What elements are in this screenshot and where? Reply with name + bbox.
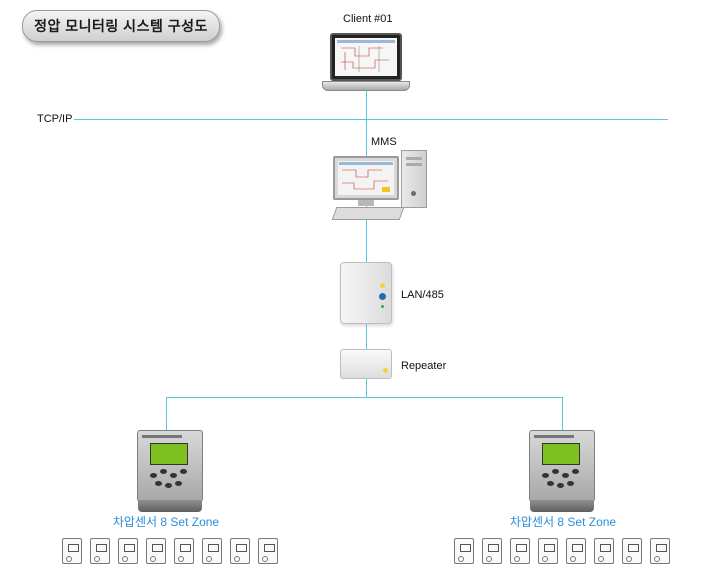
mms-keyboard-icon bbox=[331, 207, 405, 220]
repeater-label: Repeater bbox=[401, 360, 447, 372]
pressure-sensor-icon bbox=[230, 538, 250, 564]
client-laptop-base bbox=[322, 81, 410, 91]
branch-line bbox=[166, 397, 563, 398]
pressure-sensor-icon bbox=[146, 538, 166, 564]
pressure-sensor-icon bbox=[174, 538, 194, 564]
lan485-label: LAN/485 bbox=[401, 289, 444, 301]
repeater-device-icon bbox=[340, 349, 392, 379]
pressure-sensor-icon bbox=[622, 538, 642, 564]
pressure-sensor-icon bbox=[118, 538, 138, 564]
pressure-sensor-icon bbox=[538, 538, 558, 564]
branch-left-line bbox=[166, 397, 167, 430]
pressure-sensor-icon bbox=[90, 538, 110, 564]
pressure-sensor-icon bbox=[510, 538, 530, 564]
mms-label: MMS bbox=[371, 136, 397, 148]
zone-controller-left-icon bbox=[137, 430, 203, 502]
client-laptop-icon bbox=[330, 33, 402, 81]
client-label: Client #01 bbox=[343, 13, 393, 25]
mms-monitor-icon bbox=[333, 156, 399, 200]
pressure-sensor-icon bbox=[650, 538, 670, 564]
lan485-device-icon bbox=[340, 262, 392, 324]
zone-controller-left-base bbox=[138, 500, 202, 512]
zone-right-label: 차압센서 8 Set Zone bbox=[509, 515, 617, 529]
zone-left-label: 차압센서 8 Set Zone bbox=[112, 515, 220, 529]
repeater-down-line bbox=[366, 379, 367, 397]
mms-tower-icon bbox=[401, 150, 427, 208]
sensor-row-left bbox=[62, 538, 282, 568]
zone-controller-right-icon bbox=[529, 430, 595, 502]
diagram-title: 정압 모니터링 시스템 구성도 bbox=[22, 10, 220, 42]
lan-to-repeater-line bbox=[366, 324, 367, 349]
tcpip-label: TCP/IP bbox=[37, 113, 73, 125]
pressure-sensor-icon bbox=[482, 538, 502, 564]
zone-controller-right-base bbox=[530, 500, 594, 512]
mms-monitor-stand bbox=[358, 200, 374, 206]
pressure-sensor-icon bbox=[454, 538, 474, 564]
pressure-sensor-icon bbox=[202, 538, 222, 564]
sensor-row-right bbox=[454, 538, 674, 568]
mms-to-lan-line bbox=[366, 221, 367, 262]
pressure-sensor-icon bbox=[258, 538, 278, 564]
pressure-sensor-icon bbox=[62, 538, 82, 564]
pressure-sensor-icon bbox=[594, 538, 614, 564]
branch-right-line bbox=[562, 397, 563, 430]
tcpip-line bbox=[74, 119, 668, 120]
pressure-sensor-icon bbox=[566, 538, 586, 564]
